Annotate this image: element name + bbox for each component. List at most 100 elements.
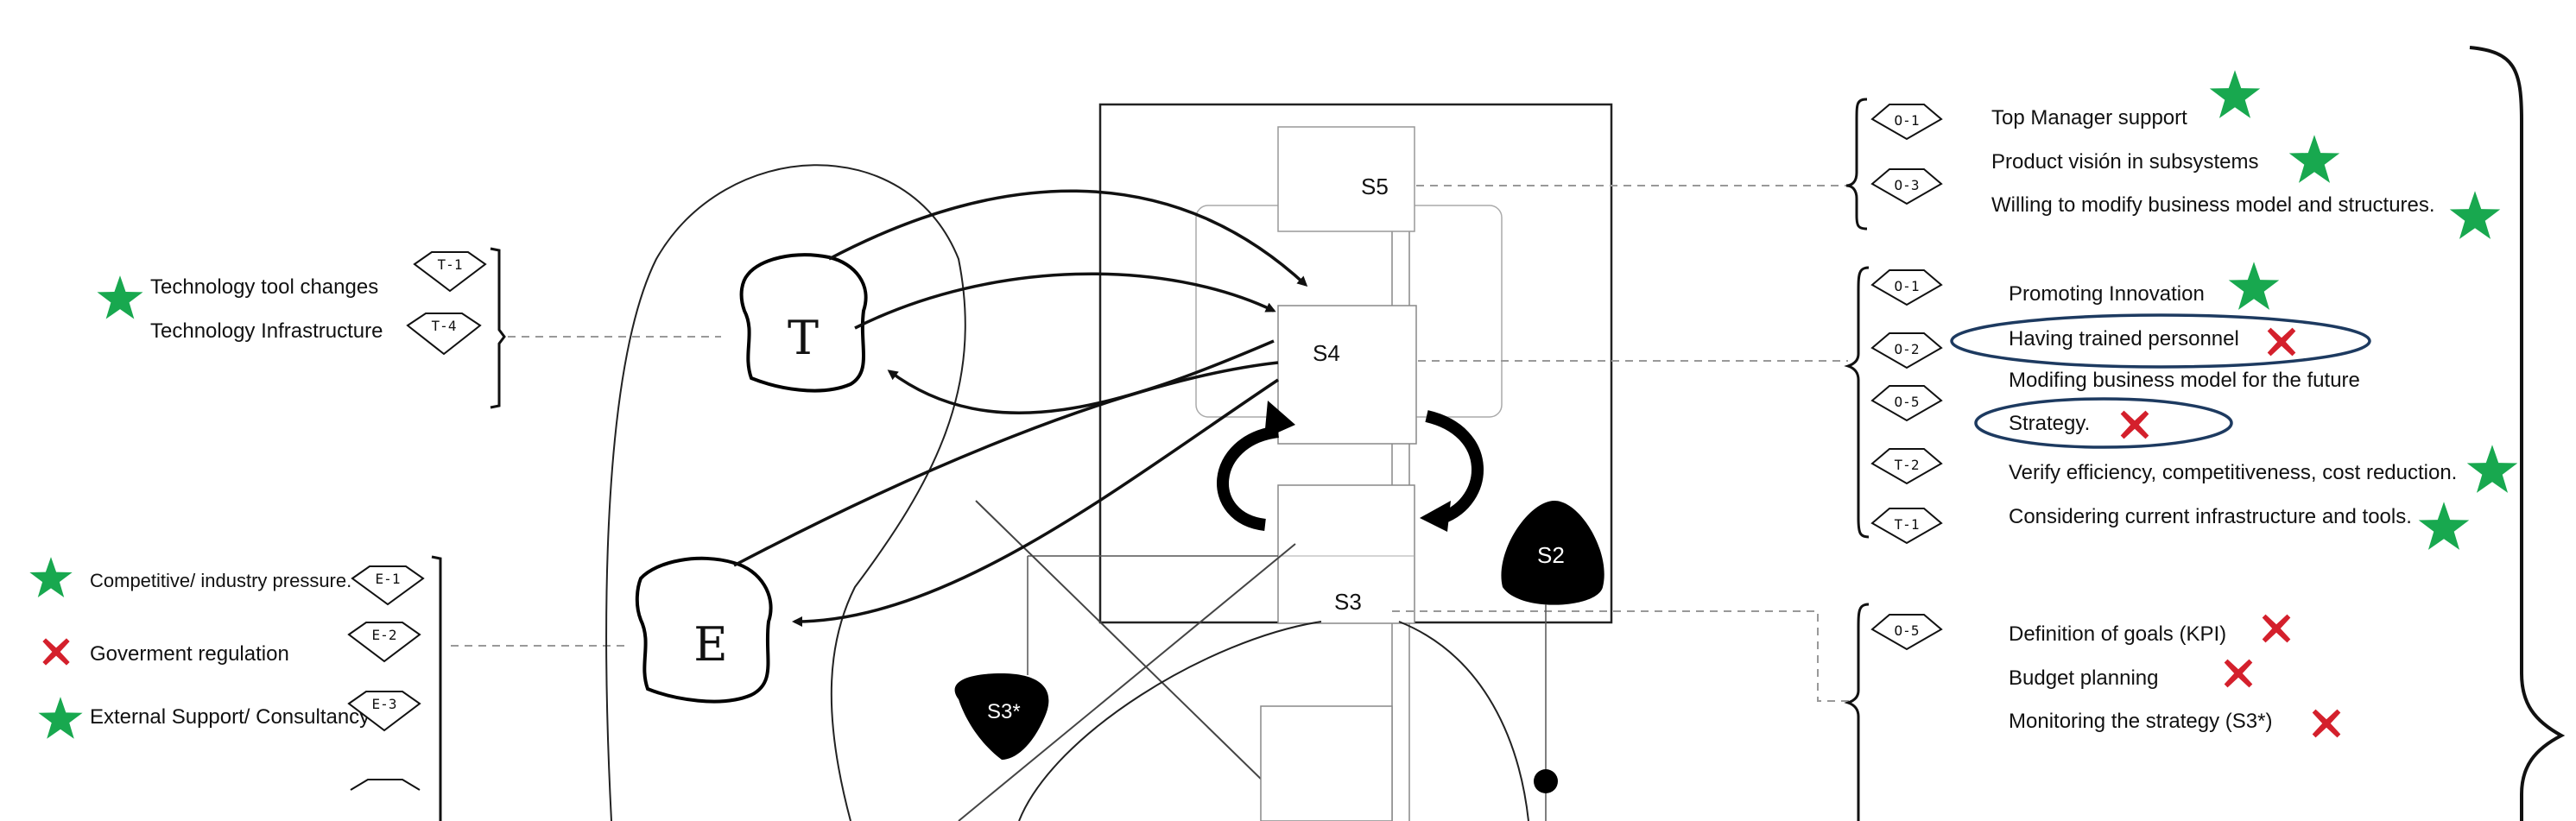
s3-star-label: S3* xyxy=(987,700,1021,723)
environment-label-3: External Support/ Consultancy xyxy=(90,705,370,729)
arrowhead-icon xyxy=(1264,401,1295,439)
s4-factor-2: Having trained personnel xyxy=(2009,327,2239,351)
overall-brace xyxy=(2469,46,2566,821)
svg-text:T-1: T-1 xyxy=(438,256,463,273)
technology-group: Technology tool changes Technology Infra… xyxy=(97,247,721,409)
s4-to-t-arrow xyxy=(887,339,1275,414)
technology-brace xyxy=(490,247,506,409)
svg-text:O-5: O-5 xyxy=(1895,394,1920,410)
star-icon xyxy=(2288,135,2340,183)
star-icon xyxy=(38,697,83,739)
highlight-ellipse xyxy=(1950,313,2371,369)
s3-factor-3: Monitoring the strategy (S3*) xyxy=(2009,710,2272,733)
cross-icon xyxy=(2224,659,2253,688)
node-dot xyxy=(1534,769,1558,793)
svg-text:E-3: E-3 xyxy=(372,696,397,712)
s2-shape xyxy=(1501,501,1604,605)
star-icon xyxy=(29,557,73,597)
arrowhead-icon xyxy=(1420,501,1451,532)
code-tag-e1: E-1 xyxy=(351,565,425,606)
technology-blob xyxy=(739,253,868,393)
s5-factor-1: Top Manager support xyxy=(1991,106,2187,129)
s5-factor-group: O-1 O-3 Top Manager support Product visi… xyxy=(1845,70,2501,239)
environment-brace xyxy=(431,555,442,821)
cross-line-1 xyxy=(975,500,1305,821)
e-to-s4-arrow xyxy=(733,361,1279,567)
star-icon xyxy=(2449,191,2501,239)
s2-label: S2 xyxy=(1537,542,1565,568)
cross-icon xyxy=(42,638,70,666)
s3-brace xyxy=(1844,603,1870,821)
operations-box xyxy=(1260,705,1393,821)
code-tag-o1: O-1 xyxy=(1870,104,1943,141)
svg-text:E-1: E-1 xyxy=(376,571,401,587)
svg-text:T-2: T-2 xyxy=(1895,457,1920,473)
t-to-s4-arrow-2 xyxy=(854,272,1276,330)
s5-box xyxy=(1277,126,1415,232)
environment-blob-label: E xyxy=(693,617,727,672)
s3-box xyxy=(1277,484,1415,624)
t-to-s4-arrow xyxy=(828,189,1308,287)
code-tag-t1: T-1 xyxy=(413,251,487,293)
star-icon xyxy=(2418,502,2470,550)
s4-to-e-arrow xyxy=(792,378,1279,627)
s4-factor-6: Considering current infrastructure and t… xyxy=(2009,505,2412,528)
s4-factor-5: Verify efficiency, competitiveness, cost… xyxy=(2009,461,2457,484)
s3-star-shape xyxy=(954,673,1049,760)
svg-text:O-1: O-1 xyxy=(1895,112,1920,129)
s4-factor-group: O-1 O-2 O-5 T-2 T-1 Promoting Innovation… xyxy=(1844,262,2518,550)
cross-line-2 xyxy=(958,543,1296,821)
star-icon xyxy=(2466,445,2518,493)
environment-label-2: Goverment regulation xyxy=(90,642,289,666)
svg-text:O-3: O-3 xyxy=(1895,177,1920,193)
code-tag-o5b: O-5 xyxy=(1870,614,1943,651)
environment-label-1: Competitive/ industry pressure. xyxy=(90,570,351,591)
svg-text:O-1: O-1 xyxy=(1895,278,1920,294)
code-tag-e3: E-3 xyxy=(347,691,421,732)
s4-factor-1: Promoting Innovation xyxy=(2009,282,2205,306)
cross-icon xyxy=(2262,614,2291,643)
cross-icon xyxy=(2312,709,2341,738)
s4-brace xyxy=(1844,266,1870,539)
s4-to-s3-loop-arrow xyxy=(1217,426,1280,531)
svg-text:O-5: O-5 xyxy=(1895,622,1920,639)
cross-icon xyxy=(2120,410,2149,439)
highlight-ellipse xyxy=(1974,397,2233,449)
code-tag-t1b: T-1 xyxy=(1870,508,1943,545)
svg-text:E-2: E-2 xyxy=(372,627,397,643)
s4-box xyxy=(1277,305,1417,445)
environment-group: Competitive/ industry pressure. Govermen… xyxy=(29,555,630,821)
code-tag-t2: T-2 xyxy=(1870,448,1943,485)
vsm-sketch: S5 S4 S3 S2 S3* xyxy=(605,103,1850,821)
environment-blob xyxy=(635,556,773,704)
cross-icon xyxy=(2267,327,2296,357)
curve-right xyxy=(1398,621,1529,821)
svg-text:T-4: T-4 xyxy=(432,318,457,334)
s3-factor-1: Definition of goals (KPI) xyxy=(2009,622,2226,646)
svg-text:O-2: O-2 xyxy=(1895,341,1920,357)
s3-factor-2: Budget planning xyxy=(2009,666,2158,690)
s3-label: S3 xyxy=(1334,589,1362,615)
curve-left xyxy=(1018,621,1322,821)
code-tag-o5: O-5 xyxy=(1870,385,1943,422)
s5-brace xyxy=(1845,98,1868,231)
s5-label: S5 xyxy=(1361,174,1389,199)
svg-text:T-1: T-1 xyxy=(1895,516,1920,533)
s5-factor-3: Willing to modify business model and str… xyxy=(1991,193,2435,217)
code-tag-t4: T-4 xyxy=(406,313,482,356)
code-tag-partial xyxy=(350,779,421,791)
code-tag-o2: O-2 xyxy=(1870,332,1943,369)
s3-to-s4-loop-arrow xyxy=(1425,410,1484,524)
star-icon xyxy=(2209,70,2261,118)
technology-blob-label: T xyxy=(788,311,819,365)
technology-label-2: Technology Infrastructure xyxy=(150,319,383,343)
s3-factor-group: O-5 Definition of goals (KPI) Budget pla… xyxy=(1844,603,2341,821)
s4-factor-4: Strategy. xyxy=(2009,412,2090,435)
code-tag-e2: E-2 xyxy=(347,622,421,663)
code-tag-o1b: O-1 xyxy=(1870,269,1943,306)
s4-factor-3: Modifing business model for the future xyxy=(2009,369,2360,392)
environment-loop xyxy=(605,164,966,821)
s4-label: S4 xyxy=(1313,340,1340,366)
code-tag-o3: O-3 xyxy=(1870,168,1943,205)
